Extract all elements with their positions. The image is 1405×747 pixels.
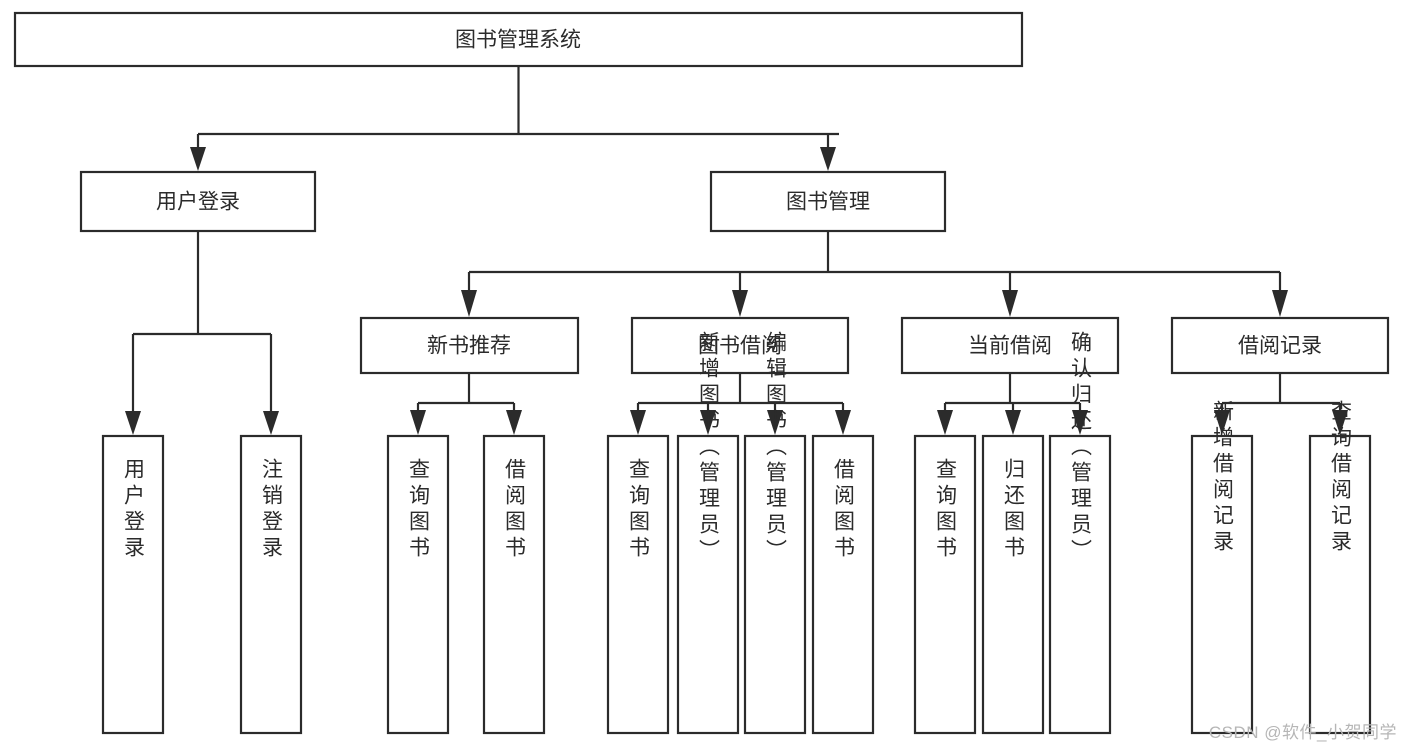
node-book-borrow-box[interactable] [630,316,850,375]
node-user-login-label: 用户登录 [156,191,240,214]
node-root-label: 图书管理系统 [455,29,581,52]
node-leaf-logout[interactable]: 注销登录 [239,434,303,735]
node-leaf-query-record-box[interactable] [1308,434,1372,735]
node-leaf-add-record[interactable]: 新增借阅记录 [1190,400,1254,735]
node-leaf-query-record-label: 查询借阅记录 [1329,400,1353,556]
arrow-head-leaf-add-book [700,410,716,435]
arrow-head-current-borrow [1002,290,1018,317]
node-user-login[interactable]: 用户登录 [79,170,317,233]
node-leaf-query-book-2-box[interactable] [606,434,670,735]
node-new-book-recommend[interactable]: 新书推荐 [359,316,580,375]
node-leaf-edit-book-box[interactable] [743,434,807,735]
node-leaf-borrow-book-2-label: 借阅图书 [832,458,856,562]
node-book-management-label: 图书管理 [786,191,870,214]
connector-layer [125,66,1348,435]
node-current-borrow-box[interactable] [900,316,1120,375]
node-leaf-logout-box[interactable] [239,434,303,735]
node-user-login-box[interactable] [79,170,317,233]
arrow-head-leaf-user-login [125,411,141,435]
node-book-management-box[interactable] [709,170,947,233]
arrow-head-leaf-confirm-return [1072,410,1088,435]
node-leaf-query-book-3[interactable]: 查询图书 [913,434,977,735]
node-leaf-user-login-box[interactable] [101,434,165,735]
node-leaf-query-book-3-box[interactable] [913,434,977,735]
node-leaf-confirm-return[interactable]: 确认归还（管理员） [1048,331,1112,735]
node-leaf-user-login[interactable]: 用户登录 [101,434,165,735]
node-leaf-add-record-label: 新增借阅记录 [1211,400,1235,556]
node-leaf-user-login-label: 用户登录 [122,458,146,562]
node-borrow-record[interactable]: 借阅记录 [1170,316,1390,375]
arrow-head-book-borrow [732,290,748,317]
arrow-head-leaf-borrow-book-2 [835,410,851,435]
node-new-book-recommend-box[interactable] [359,316,580,375]
node-leaf-confirm-return-box[interactable] [1048,434,1112,735]
arrow-head-leaf-return-book [1005,410,1021,435]
node-leaf-logout-label: 注销登录 [260,458,284,562]
node-root[interactable]: 图书管理系统 [13,11,1024,68]
node-leaf-borrow-book-1-box[interactable] [482,434,546,735]
arrow-head-book-management [820,147,836,171]
node-leaf-edit-book[interactable]: 编辑图书（管理员） [743,331,807,735]
arrow-head-leaf-query-book-2 [630,410,646,435]
node-book-borrow[interactable]: 图书借阅 [630,316,850,375]
csdn-watermark: CSDN @软件_小贺同学 [1208,723,1397,742]
node-leaf-edit-book-label: 编辑图书（管理员） [764,331,788,565]
arrow-head-leaf-add-record [1214,410,1230,435]
node-borrow-record-label: 借阅记录 [1238,335,1322,358]
node-current-borrow-label: 当前借阅 [968,335,1052,358]
arrow-head-leaf-borrow-book-1 [506,410,522,435]
node-new-book-recommend-label: 新书推荐 [427,335,511,358]
node-root-box[interactable] [13,11,1024,68]
node-leaf-borrow-book-2[interactable]: 借阅图书 [811,434,875,735]
arrow-head-leaf-query-book-3 [937,410,953,435]
arrow-head-leaf-query-book-1 [410,410,426,435]
node-leaf-borrow-book-1-label: 借阅图书 [503,458,527,562]
node-leaf-return-book[interactable]: 归还图书 [981,434,1045,735]
node-leaf-add-book[interactable]: 新增图书（管理员） [676,331,740,735]
node-book-management[interactable]: 图书管理 [709,170,947,233]
node-leaf-query-book-2-label: 查询图书 [627,458,651,562]
node-leaf-add-record-box[interactable] [1190,434,1254,735]
node-leaf-query-book-1[interactable]: 查询图书 [386,434,450,735]
node-leaf-borrow-book-2-box[interactable] [811,434,875,735]
arrow-head-leaf-query-record [1332,410,1348,435]
node-leaf-query-book-3-label: 查询图书 [934,458,958,562]
node-leaf-query-record[interactable]: 查询借阅记录 [1308,400,1372,735]
node-leaf-borrow-book-1[interactable]: 借阅图书 [482,434,546,735]
arrow-head-leaf-edit-book [767,410,783,435]
arrow-head-leaf-logout [263,411,279,435]
node-leaf-query-book-1-label: 查询图书 [407,458,431,562]
node-leaf-add-book-label: 新增图书（管理员） [697,331,721,565]
node-leaf-confirm-return-label: 确认归还（管理员） [1069,331,1093,565]
node-leaf-return-book-box[interactable] [981,434,1045,735]
arrow-head-borrow-record [1272,290,1288,317]
node-leaf-query-book-2[interactable]: 查询图书 [606,434,670,735]
node-borrow-record-box[interactable] [1170,316,1390,375]
node-leaf-return-book-label: 归还图书 [1002,458,1026,562]
node-current-borrow[interactable]: 当前借阅 [900,316,1120,375]
arrow-head-user-login [190,147,206,171]
node-leaf-query-book-1-box[interactable] [386,434,450,735]
arrow-head-new-book-recommend [461,290,477,317]
node-leaf-add-book-box[interactable] [676,434,740,735]
node-book-borrow-label: 图书借阅 [698,335,782,358]
